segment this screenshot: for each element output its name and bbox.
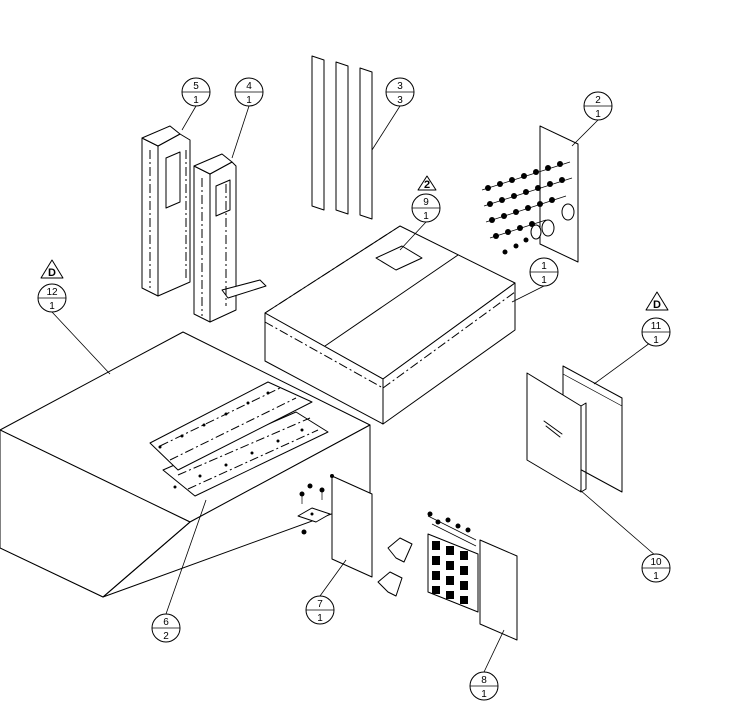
- balloon-item-4: 4 1: [234, 77, 264, 107]
- revision-flag-part-11: D: [645, 291, 669, 311]
- part-3-flat-bars: [311, 55, 373, 220]
- balloon-item-2: 2 1: [583, 91, 613, 121]
- item-number: 7: [317, 599, 323, 610]
- item-quantity: 1: [481, 689, 487, 700]
- item-number: 9: [423, 197, 429, 208]
- part-9-label: [375, 245, 423, 271]
- item-quantity: 1: [246, 95, 252, 106]
- revision-letter: D: [653, 299, 661, 311]
- leader-lines: [51, 105, 657, 673]
- balloon-item-9: 9 1: [411, 193, 441, 223]
- item-number: 12: [46, 287, 58, 298]
- item-quantity: 1: [653, 571, 659, 582]
- balloon-item-11: 11 1: [641, 317, 671, 347]
- item-number: 4: [246, 81, 252, 92]
- item-quantity: 1: [317, 613, 323, 624]
- balloon-item-6: 6 2: [151, 613, 181, 643]
- item-quantity: 1: [193, 95, 199, 106]
- item-quantity: 1: [653, 335, 659, 346]
- part-6-plates: [149, 381, 329, 497]
- part-10-manual: [526, 372, 587, 493]
- item-number: 1: [541, 261, 547, 272]
- part-1-carton: [264, 225, 516, 425]
- item-number: 2: [595, 95, 601, 106]
- item-number: 5: [193, 81, 199, 92]
- item-number: 6: [163, 617, 169, 628]
- item-number: 8: [481, 675, 487, 686]
- balloon-item-8: 8 1: [469, 671, 499, 701]
- part-2-hardware-kit: [481, 125, 579, 263]
- revision-letter: D: [48, 267, 56, 279]
- balloon-item-5: 5 1: [181, 77, 211, 107]
- balloon-item-12: 12 1: [37, 283, 67, 313]
- item-quantity: 1: [595, 109, 601, 120]
- revision-letter: 2: [424, 179, 430, 191]
- item-quantity: 1: [49, 301, 55, 312]
- item-number: 11: [651, 321, 662, 332]
- balloon-item-3: 3 3: [385, 77, 415, 107]
- revision-flag-part-9: 2: [417, 175, 437, 191]
- item-quantity: 1: [423, 211, 429, 222]
- item-quantity: 2: [163, 631, 169, 642]
- balloon-item-1: 1 1: [529, 257, 559, 287]
- part-5-channel-post: [141, 125, 191, 297]
- balloon-item-10: 10 1: [641, 553, 671, 583]
- part-4-angled-post: [193, 153, 267, 323]
- item-quantity: 3: [397, 95, 403, 106]
- revision-flag-part-12: D: [40, 259, 64, 279]
- balloon-item-7: 7 1: [305, 595, 335, 625]
- item-number: 10: [650, 557, 662, 568]
- part-7-bracket-kit: [297, 474, 373, 578]
- item-quantity: 1: [541, 275, 547, 286]
- item-number: 3: [397, 81, 403, 92]
- part-8-mounting-kit: [377, 511, 518, 641]
